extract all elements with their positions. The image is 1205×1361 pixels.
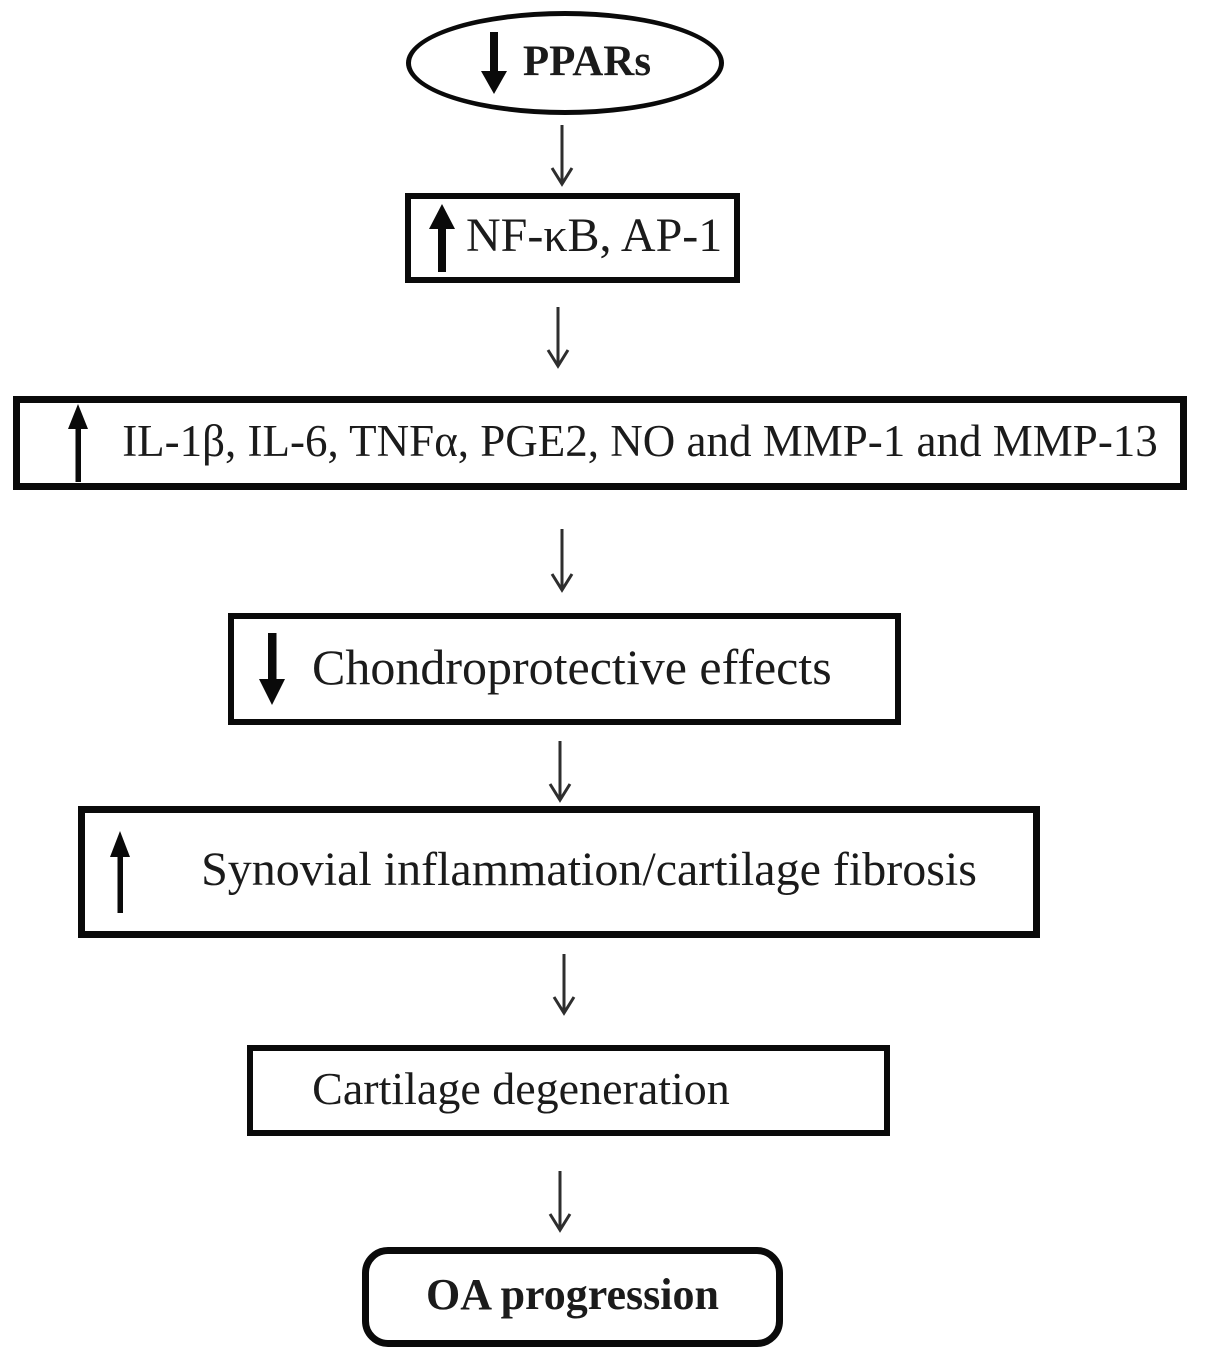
flow-arrow-icon bbox=[552, 954, 576, 1016]
decrease-arrow-icon bbox=[479, 32, 509, 94]
flow-arrow-icon bbox=[546, 307, 570, 369]
node-label: Chondroprotective effects bbox=[312, 639, 832, 695]
increase-arrow-icon bbox=[427, 204, 457, 272]
node-synovial: Synovial inflammation/cartilage fibrosis bbox=[78, 806, 1040, 938]
flow-arrow-icon bbox=[548, 1171, 572, 1233]
flow-arrow-icon bbox=[548, 741, 572, 803]
flow-arrow-icon bbox=[550, 125, 574, 187]
increase-arrow-icon bbox=[65, 404, 91, 482]
node-ppars: PPARs bbox=[406, 11, 724, 115]
node-mediators: IL-1β, IL-6, TNFα, PGE2, NO and MMP-1 an… bbox=[13, 396, 1187, 490]
node-nfkb-ap1: NF-κB, AP-1 bbox=[405, 193, 740, 283]
node-label: PPARs bbox=[522, 37, 652, 85]
increase-arrow-icon bbox=[107, 831, 133, 913]
decrease-arrow-icon bbox=[256, 633, 288, 705]
node-label: Synovial inflammation/cartilage fibrosis bbox=[201, 843, 977, 896]
node-oa-progression: OA progression bbox=[362, 1247, 783, 1347]
node-chondroprotective: Chondroprotective effects bbox=[228, 613, 901, 725]
node-label: NF-κB, AP-1 bbox=[466, 209, 723, 262]
node-label: OA progression bbox=[426, 1270, 719, 1319]
node-label: Cartilage degeneration bbox=[312, 1062, 730, 1114]
node-label: IL-1β, IL-6, TNFα, PGE2, NO and MMP-1 an… bbox=[122, 415, 1158, 466]
node-cartilage: Cartilage degeneration bbox=[247, 1045, 890, 1136]
flow-arrow-icon bbox=[550, 529, 574, 593]
